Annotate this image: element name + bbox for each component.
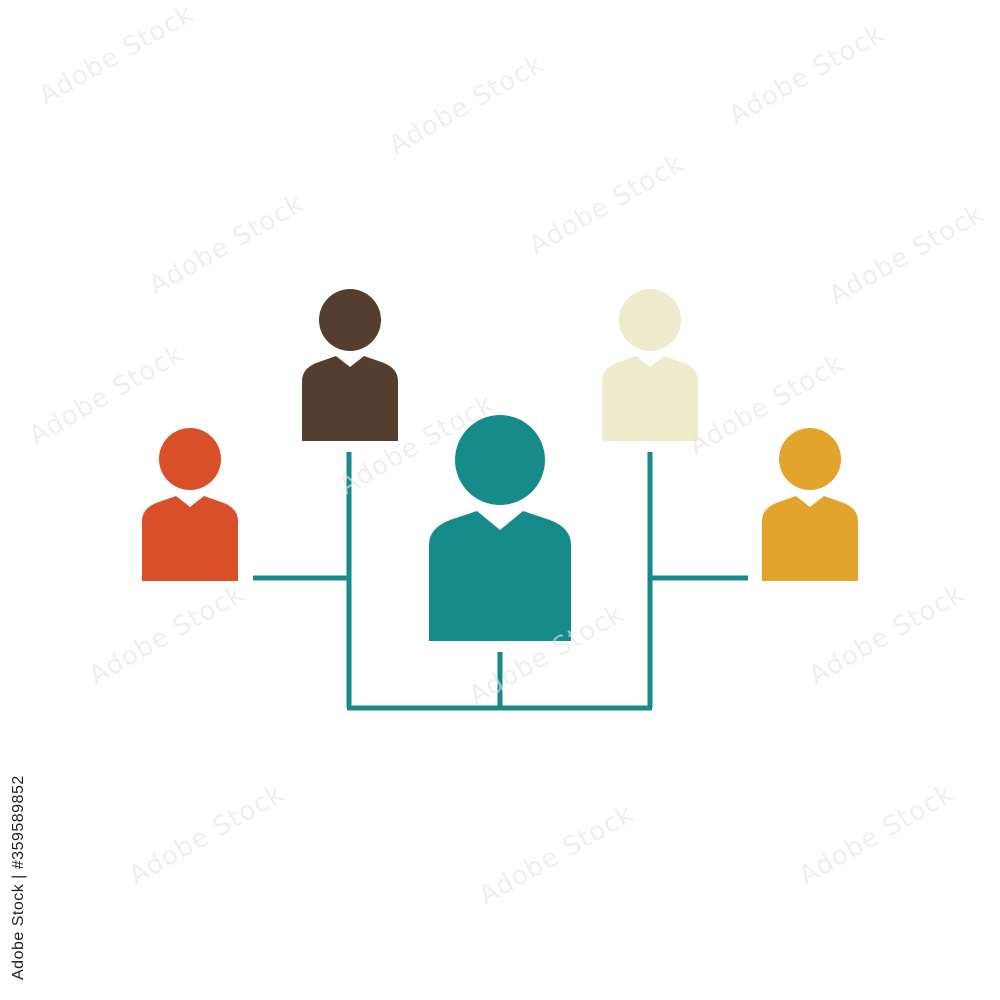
person-icon [302, 289, 398, 441]
person-body [429, 511, 571, 641]
person-icon [142, 428, 238, 581]
person-head [619, 289, 681, 351]
stock-image-id-label: Adobe Stock | #359589852 [10, 775, 27, 980]
person-head [455, 415, 545, 505]
person-head [779, 428, 841, 490]
person-body [302, 356, 398, 441]
person-body [762, 496, 858, 581]
person-body [602, 356, 698, 441]
person-head [319, 289, 381, 351]
connector-lines [253, 452, 748, 711]
person-icon [762, 428, 858, 581]
person-icon [429, 415, 571, 641]
person-body [142, 496, 238, 581]
person-head [159, 428, 221, 490]
person-icon [602, 289, 698, 441]
